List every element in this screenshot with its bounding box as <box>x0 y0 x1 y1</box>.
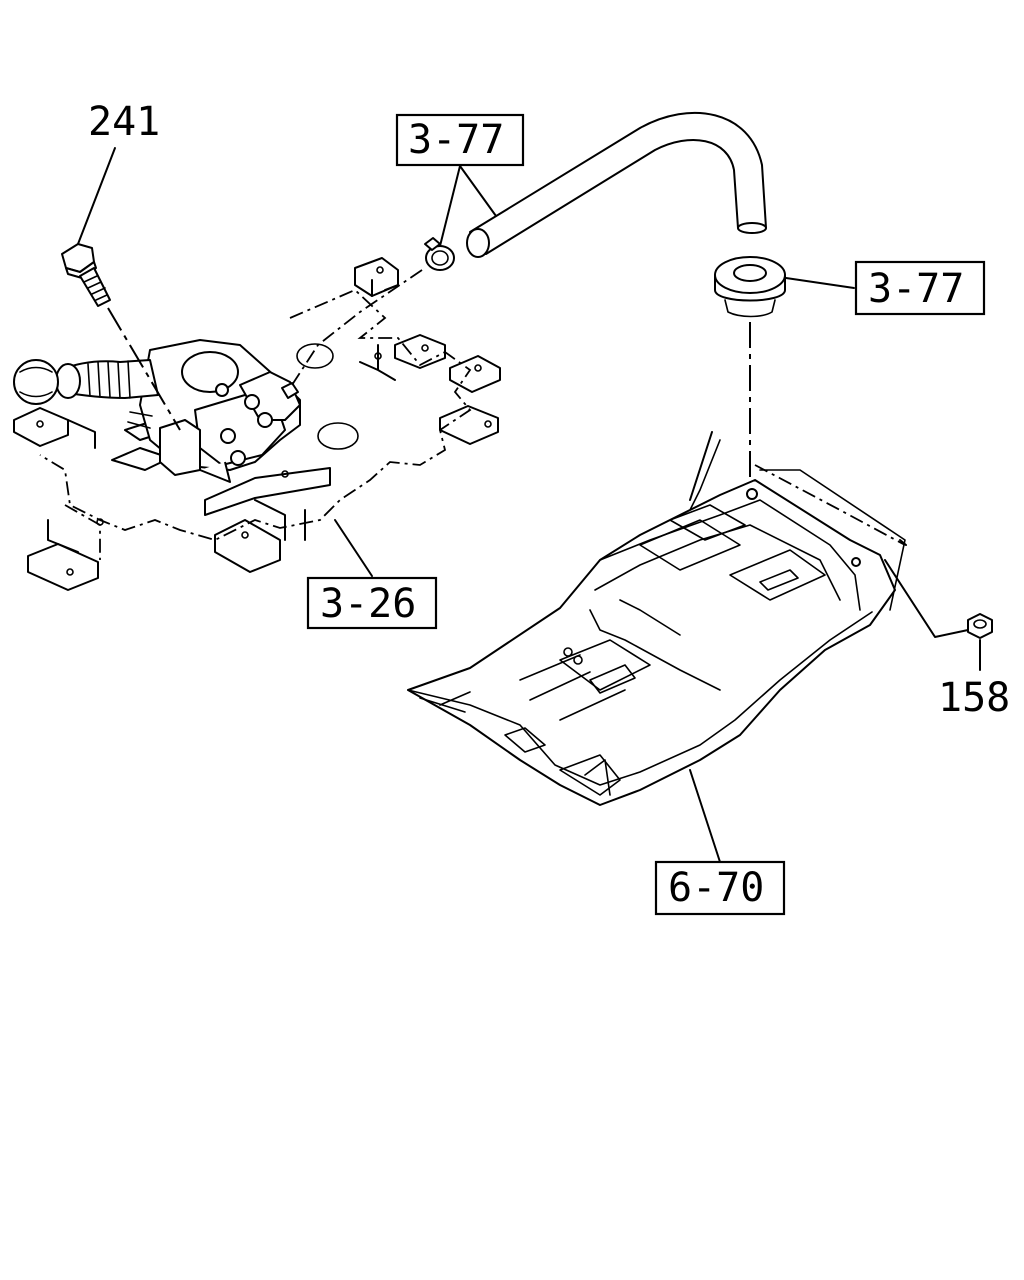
leader-lines <box>77 147 981 863</box>
nut <box>967 613 993 639</box>
callout-box <box>395 113 525 167</box>
bracket-plate <box>13 257 501 591</box>
callout-241-text: 241 <box>88 99 160 145</box>
floor-panel <box>407 439 906 806</box>
callout-158: 158 <box>938 675 1010 721</box>
callout-box <box>654 860 786 916</box>
bolt <box>61 243 111 307</box>
callout-box <box>306 576 438 630</box>
callout-6-70: 6-70 <box>654 860 786 916</box>
fuel-hose <box>466 111 767 258</box>
hose-clamp <box>424 237 455 271</box>
callout-241: 241 <box>88 99 160 145</box>
callout-6-70-text: 6-70 <box>668 865 764 911</box>
callout-158-text: 158 <box>938 675 1010 721</box>
callout-3-26: 3-26 <box>306 576 438 630</box>
callout-3-77-top-text: 3-77 <box>408 117 504 163</box>
grommet <box>714 256 786 318</box>
callout-box <box>854 260 986 316</box>
callout-3-77-top: 3-77 <box>395 113 525 167</box>
callout-3-26-text: 3-26 <box>320 581 416 627</box>
callout-3-77-right: 3-77 <box>854 260 986 316</box>
callout-3-77-right-text: 3-77 <box>868 266 964 312</box>
pump-unit <box>13 339 301 483</box>
